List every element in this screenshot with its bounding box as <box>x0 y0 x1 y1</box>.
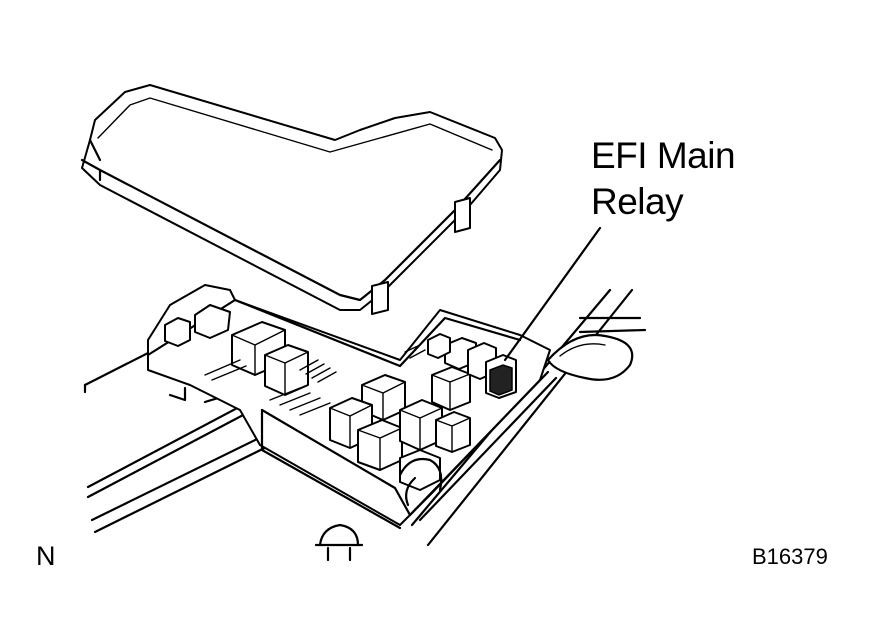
chassis-panel-right <box>410 288 647 547</box>
bolt-terminal <box>314 523 364 562</box>
callout-leader-line <box>503 226 602 362</box>
corner-mark: N <box>36 541 56 571</box>
wire-harness <box>398 457 443 507</box>
relay-box-cover <box>80 84 503 315</box>
callout-label-line2: Relay <box>591 181 684 222</box>
callout-label-line1: EFI Main <box>591 135 736 176</box>
figure-id: B16379 <box>752 544 828 569</box>
callout-label: EFI Main Relay <box>591 133 736 225</box>
relay-components <box>164 304 517 491</box>
